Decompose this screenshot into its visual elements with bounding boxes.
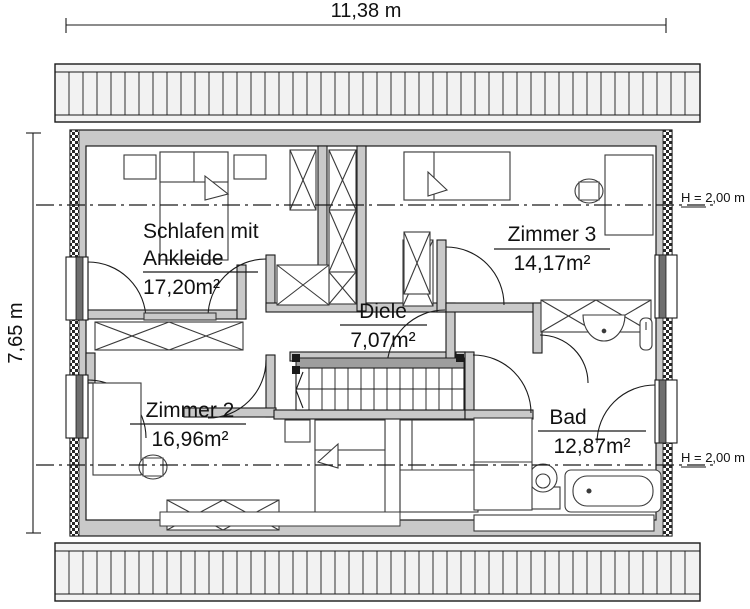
room-name-diele: Diele	[359, 300, 407, 323]
dimension-width-label: 11,38 m	[331, 0, 402, 22]
room-name-schlafen-line2: Ankleide	[143, 247, 224, 270]
door-swings	[87, 246, 656, 444]
furniture-lower-bed	[284, 419, 479, 525]
staircase	[292, 354, 465, 411]
room-label-schlafen: Schlafen mit Ankleide 17,20m²	[143, 220, 259, 299]
room-label-bad: Bad 12,87m²	[538, 406, 646, 458]
room-area-schlafen: 17,20m²	[143, 276, 220, 299]
windows	[65, 254, 678, 444]
furniture-schlafen	[94, 151, 267, 351]
dimension-height: 7,65 m	[5, 132, 41, 534]
room-area-bad: 12,87m²	[553, 435, 630, 458]
shelf-strip-bottom	[159, 511, 401, 527]
h-note-top-label: H = 2,00 m	[681, 190, 745, 205]
furniture-bad-west	[473, 417, 533, 511]
dimension-width: 11,38 m	[65, 0, 667, 33]
room-area-diele: 7,07m²	[350, 329, 415, 352]
room-name-schlafen-line1: Schlafen mit	[143, 220, 259, 243]
h-note-top: H = 2,00 m	[681, 190, 745, 208]
room-area-zimmer3: 14,17m²	[513, 252, 590, 275]
room-name-zimmer3: Zimmer 3	[508, 223, 597, 246]
h-note-bottom-label: H = 2,00 m	[681, 450, 745, 465]
room-label-zimmer3: Zimmer 3 14,17m²	[494, 223, 610, 275]
room-label-diele: Diele 7,07m²	[340, 300, 427, 352]
room-name-bad: Bad	[549, 406, 586, 429]
furniture-bad	[473, 314, 662, 532]
room-name-zimmer2: Zimmer 2	[146, 399, 235, 422]
roof-band-top	[54, 63, 701, 123]
roof-band-bottom	[54, 542, 701, 602]
h-note-bottom: H = 2,00 m	[681, 450, 745, 468]
room-area-zimmer2: 16,96m²	[151, 428, 228, 451]
furniture-zimmer3	[403, 151, 654, 333]
room-label-zimmer2: Zimmer 2 16,96m²	[130, 399, 246, 451]
knee-wall-lines	[36, 204, 714, 466]
dimension-height-label: 7,65 m	[5, 302, 27, 363]
